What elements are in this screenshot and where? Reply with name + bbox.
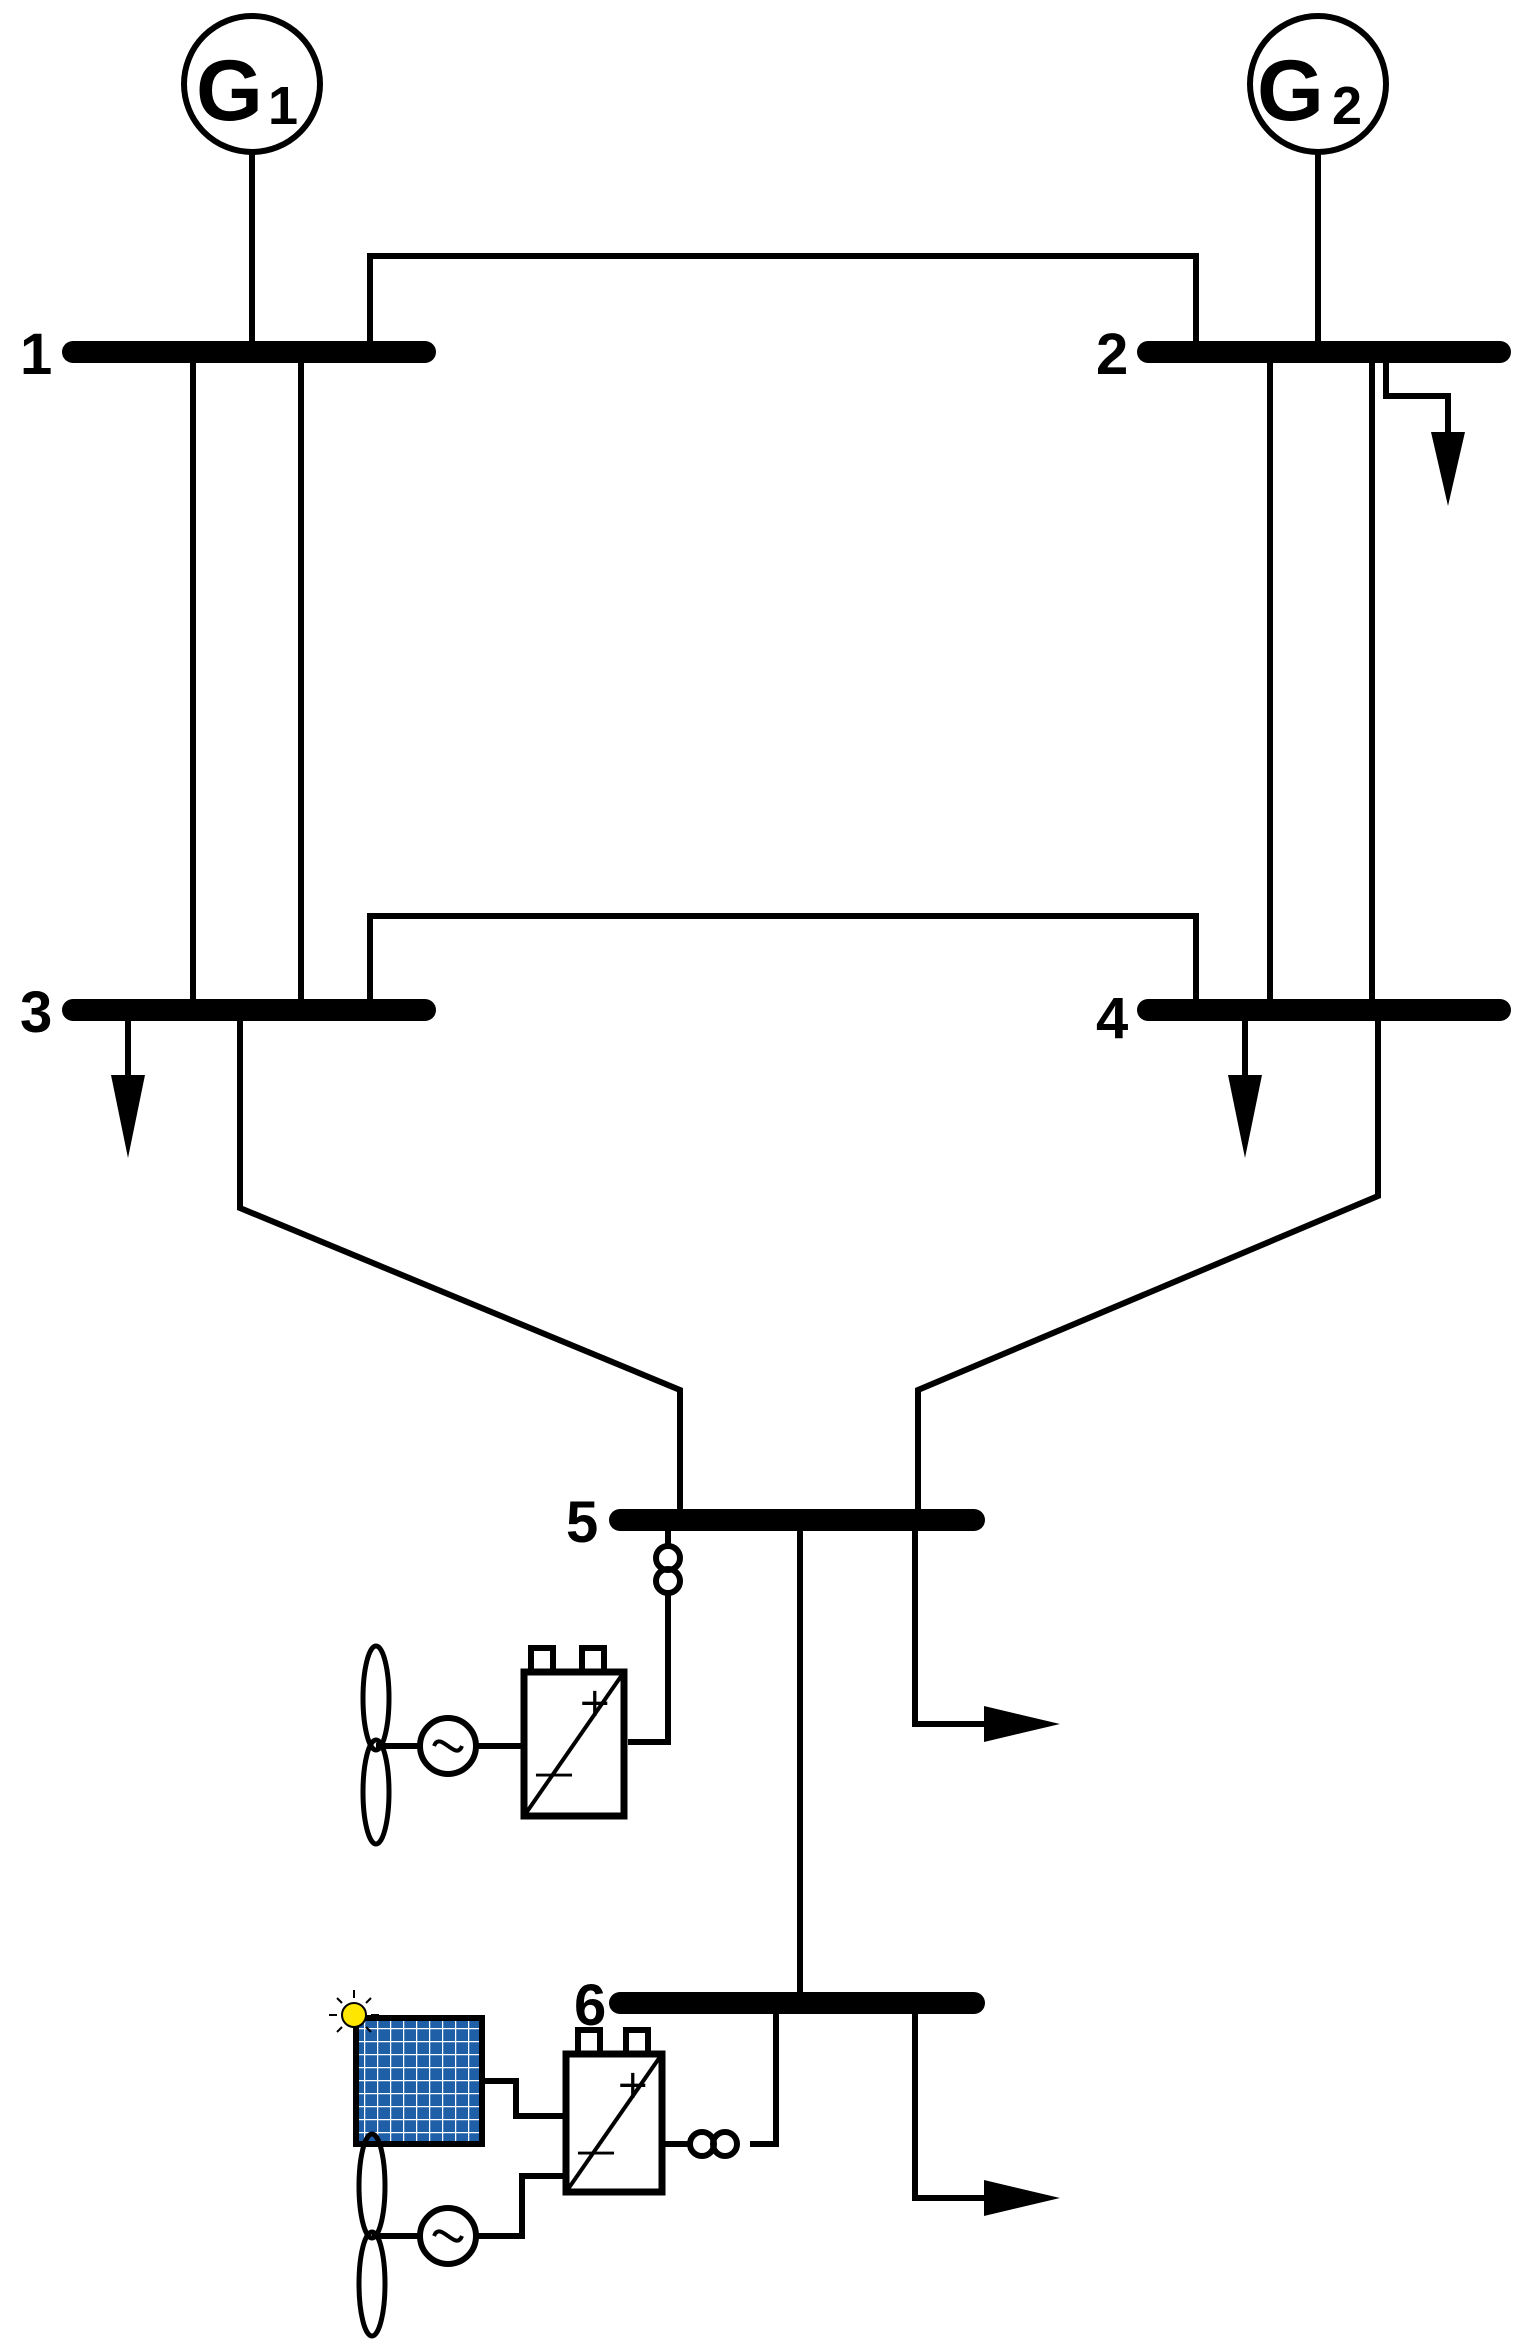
load-bus-3 (111, 1010, 145, 1158)
converter-plus-sign: + (616, 2062, 650, 2108)
line-3-4 (367, 913, 1199, 1010)
bus-5: 5 (566, 1490, 985, 1555)
line-1-2 (367, 253, 1199, 352)
bus-label: 5 (566, 1490, 598, 1555)
sun-icon (329, 1990, 379, 2040)
bus-1: 1 (20, 322, 436, 387)
bus5-converter-feeder (628, 1520, 671, 1745)
bus-6: 6 (574, 1973, 985, 2038)
bus-4: 4 (1096, 986, 1511, 1051)
load-bus-6 (912, 2003, 1060, 2216)
load-bus-2 (1383, 352, 1465, 506)
bus-label: 4 (1096, 986, 1128, 1051)
bus6-renewable-branch: + — (329, 1990, 779, 2339)
generator-g2-subscript: 2 (1332, 76, 1362, 136)
load-bus-5 (912, 1520, 1060, 1742)
converter-minus-sign: — (576, 2128, 616, 2174)
solar-panel-grid (353, 2015, 485, 2147)
load-arrow-icon (1228, 1075, 1262, 1158)
transmission-lines (190, 253, 1381, 2003)
bus6-converter-feeder (750, 2003, 779, 2147)
bus-2: 2 (1096, 322, 1511, 387)
bus5-renewable-branch: + — (360, 1520, 683, 1847)
loads (111, 352, 1465, 2216)
generator-g1-letter: G (196, 43, 263, 139)
bus-label: 6 (574, 1973, 606, 2038)
converter-bus5: + — (520, 1645, 628, 1820)
load-arrow-icon (984, 2180, 1060, 2216)
solar-panel-icon (329, 1990, 485, 2147)
converter-minus-sign: — (534, 1750, 574, 1796)
converter-bus6: + — (562, 2027, 666, 2196)
solar-to-converter-wire (482, 2078, 566, 2119)
generator-g1: G 1 (181, 13, 323, 352)
load-arrow-icon (984, 1706, 1060, 1742)
load-arrow-icon (1431, 432, 1465, 506)
bus-3: 3 (20, 980, 436, 1045)
wind-to-converter-wire (476, 2173, 566, 2239)
line-3-5 (237, 1010, 683, 1520)
generator-g1-subscript: 1 (268, 76, 298, 136)
bus-label: 1 (20, 322, 52, 387)
wind-turbine-icon (360, 1643, 479, 1847)
generator-g2: G 2 (1247, 13, 1389, 352)
wind-turbine-icon (356, 2131, 479, 2339)
load-bus-4 (1228, 1010, 1262, 1158)
buses: 1 2 3 4 5 6 (20, 322, 1511, 2038)
bus-label: 3 (20, 980, 52, 1045)
converter-plus-sign: + (578, 1680, 612, 1726)
load-arrow-icon (111, 1075, 145, 1158)
bus-label: 2 (1096, 322, 1128, 387)
generator-g2-letter: G (1257, 43, 1324, 139)
line-4-5 (915, 1010, 1381, 1520)
